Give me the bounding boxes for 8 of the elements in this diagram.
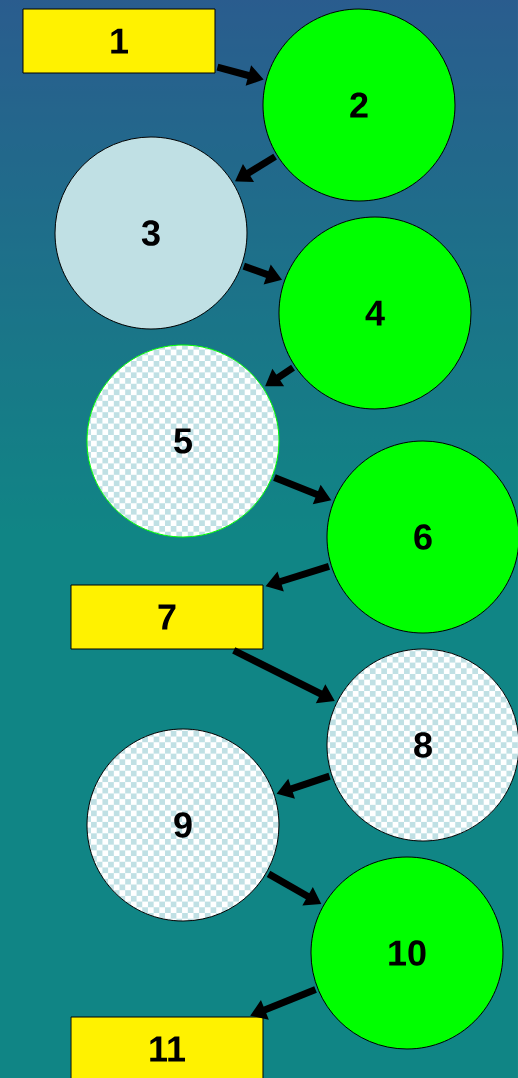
box-node: 7 (70, 584, 264, 650)
box-node: 11 (70, 1016, 264, 1078)
box-node: 1 (22, 8, 216, 74)
circle-node: 3 (54, 136, 248, 330)
circle-node: 6 (326, 440, 518, 634)
circle-node: 4 (278, 216, 472, 410)
circle-node: 10 (310, 856, 504, 1050)
circle-node: 2 (262, 8, 456, 202)
